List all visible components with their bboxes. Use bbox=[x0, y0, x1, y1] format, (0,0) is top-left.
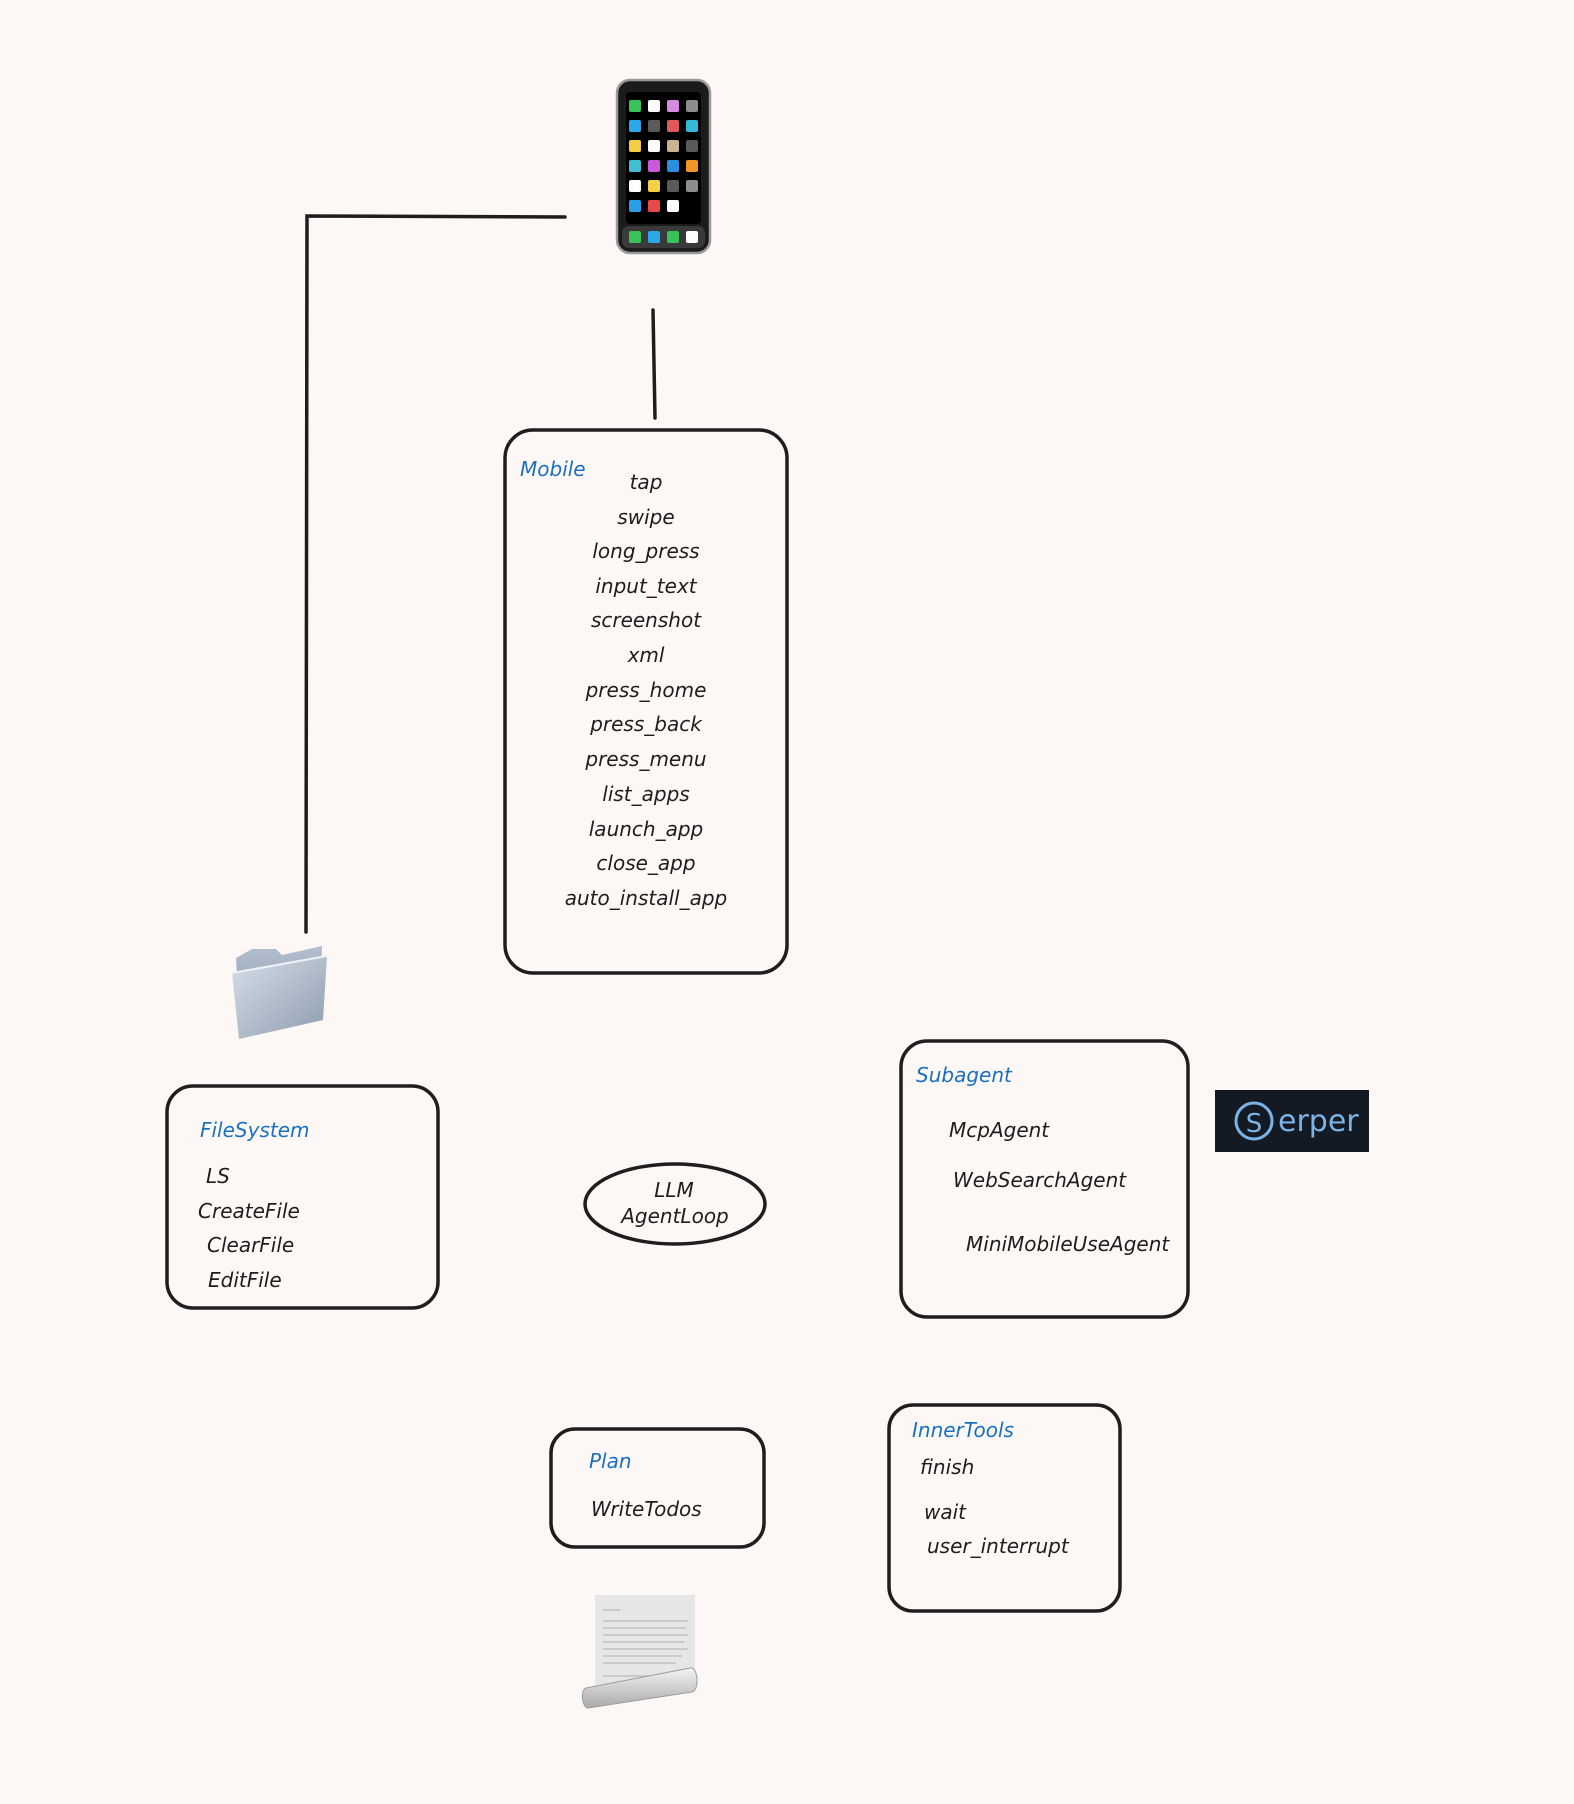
app-tile bbox=[648, 140, 660, 152]
app-tile bbox=[667, 100, 679, 112]
innertools-title: InnerTools bbox=[912, 1418, 1014, 1442]
app-tile bbox=[686, 100, 698, 112]
innertools-item: finish bbox=[920, 1455, 974, 1479]
subagent-box: Subagent McpAgent WebSearchAgent MiniMob… bbox=[899, 1039, 1190, 1319]
filesystem-tool-item: EditFile bbox=[208, 1268, 282, 1292]
app-tile bbox=[667, 120, 679, 132]
mobile-title: Mobile bbox=[520, 457, 586, 481]
mobile-tool-item: swipe bbox=[617, 505, 674, 529]
mobile-tool-item: screenshot bbox=[591, 608, 702, 632]
app-tile bbox=[686, 160, 698, 172]
filesystem-box: FileSystem LS CreateFile ClearFile EditF… bbox=[165, 1084, 440, 1310]
app-tile bbox=[629, 200, 641, 212]
app-tile bbox=[667, 160, 679, 172]
mobile-tool-item: close_app bbox=[596, 851, 695, 875]
innertools-item: wait bbox=[924, 1500, 967, 1524]
app-tile bbox=[667, 140, 679, 152]
connector-phone-to-mobile bbox=[651, 308, 657, 420]
mobile-tool-item: input_text bbox=[595, 574, 697, 598]
app-tile bbox=[686, 180, 698, 192]
mobile-tool-item: list_apps bbox=[602, 782, 689, 806]
serper-logo-text: erper bbox=[1278, 1104, 1359, 1139]
folder-icon bbox=[231, 946, 328, 1039]
connector-phone-to-folder bbox=[304, 214, 567, 934]
subagent-item: McpAgent bbox=[949, 1118, 1050, 1142]
app-tile bbox=[648, 160, 660, 172]
dock-tile bbox=[629, 231, 641, 243]
dock-tile bbox=[648, 231, 660, 243]
mobile-box: Mobile tap swipe long_press input_text s… bbox=[503, 428, 789, 975]
app-tile bbox=[648, 120, 660, 132]
document-scroll-icon bbox=[581, 1595, 698, 1709]
llm-agentloop-node: LLM AgentLoop bbox=[583, 1162, 767, 1246]
smartphone-icon bbox=[615, 78, 712, 255]
app-tile bbox=[629, 140, 641, 152]
mobile-tool-item: press_menu bbox=[584, 747, 706, 771]
subagent-item: MiniMobileUseAgent bbox=[966, 1232, 1170, 1256]
innertools-box: InnerTools finish wait user_interrupt bbox=[887, 1403, 1122, 1613]
subagent-title: Subagent bbox=[916, 1063, 1013, 1087]
app-tile bbox=[667, 180, 679, 192]
app-tile bbox=[686, 140, 698, 152]
innertools-item: user_interrupt bbox=[927, 1534, 1070, 1558]
dock-tile bbox=[667, 231, 679, 243]
llm-label: LLM bbox=[654, 1178, 694, 1202]
mobile-tool-list: tap swipe long_press input_text screensh… bbox=[565, 470, 728, 910]
app-tile bbox=[629, 160, 641, 172]
filesystem-tool-item: ClearFile bbox=[207, 1233, 294, 1257]
mobile-tool-item: long_press bbox=[592, 539, 699, 563]
plan-tool-item: WriteTodos bbox=[591, 1497, 702, 1521]
mobile-tool-item: press_back bbox=[589, 712, 703, 736]
mobile-tool-item: press_home bbox=[585, 678, 707, 702]
mobile-tool-item: auto_install_app bbox=[565, 886, 728, 910]
mobile-tool-item: xml bbox=[627, 643, 665, 667]
app-tile bbox=[629, 120, 641, 132]
app-tile bbox=[648, 100, 660, 112]
dock-tile bbox=[686, 231, 698, 243]
subagent-item: WebSearchAgent bbox=[953, 1168, 1127, 1192]
filesystem-title: FileSystem bbox=[200, 1118, 310, 1142]
filesystem-tool-item: LS bbox=[206, 1164, 230, 1188]
app-tile bbox=[648, 200, 660, 212]
agentloop-label: AgentLoop bbox=[619, 1204, 729, 1228]
plan-box: Plan WriteTodos bbox=[549, 1427, 766, 1549]
app-tile bbox=[629, 100, 641, 112]
serper-logo: S erper bbox=[1215, 1090, 1369, 1152]
app-tile bbox=[667, 200, 679, 212]
mobile-tool-item: tap bbox=[630, 470, 663, 494]
app-tile bbox=[648, 180, 660, 192]
serper-logo-letter: S bbox=[1246, 1109, 1263, 1139]
plan-title: Plan bbox=[589, 1449, 632, 1473]
app-tile bbox=[686, 120, 698, 132]
app-tile bbox=[629, 180, 641, 192]
filesystem-tool-item: CreateFile bbox=[198, 1199, 300, 1223]
mobile-tool-item: launch_app bbox=[589, 817, 703, 841]
